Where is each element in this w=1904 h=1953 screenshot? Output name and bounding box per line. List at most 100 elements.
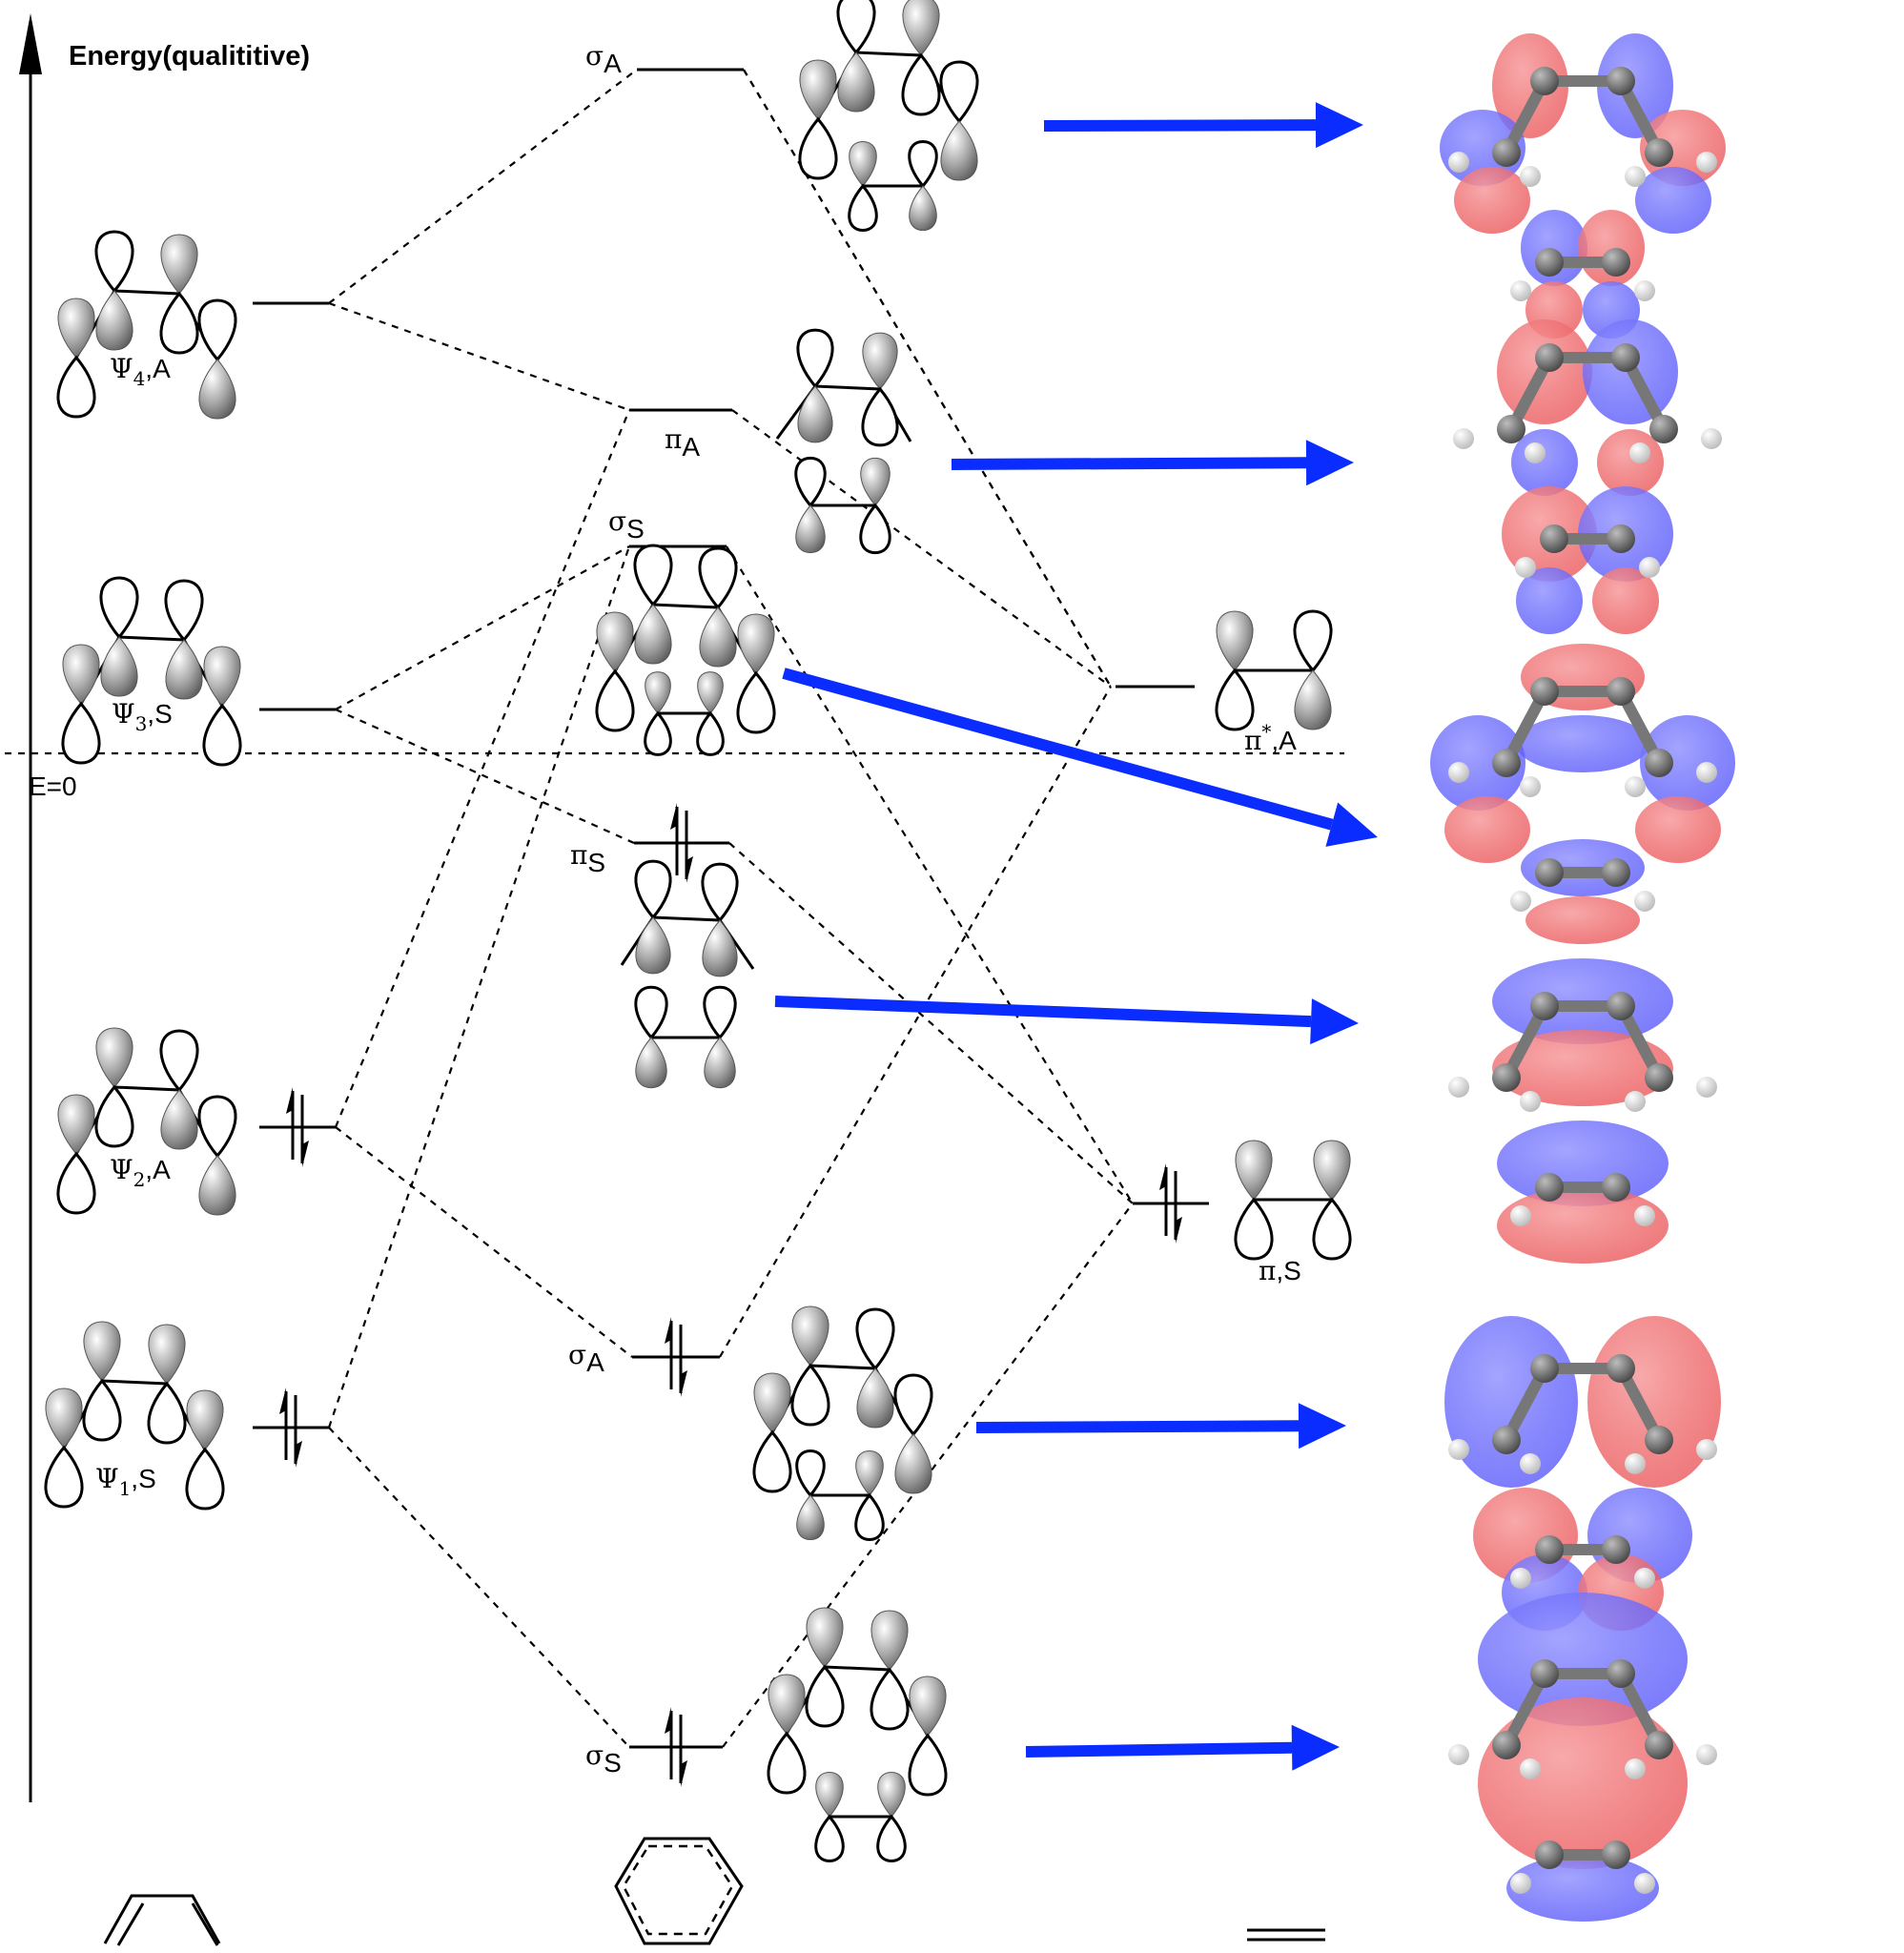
p-lobe-shaded bbox=[702, 919, 738, 977]
p-lobe-open bbox=[861, 386, 899, 447]
orbital-label-psi4: Ψ4,A bbox=[110, 353, 171, 390]
spin-up-head-icon bbox=[665, 1707, 671, 1734]
hydrogen-atom bbox=[1634, 1205, 1655, 1226]
carbon-atom bbox=[1497, 415, 1525, 443]
hydrogen-atom bbox=[1448, 152, 1469, 173]
p-lobe-shaded bbox=[95, 290, 133, 351]
spin-down-head-icon bbox=[681, 1760, 687, 1787]
ts-orbital-sigma-a-top-ene bbox=[848, 139, 938, 233]
ts-orbital-sigma-s-bottom-diene bbox=[767, 1607, 948, 1797]
p-lobe-open bbox=[836, 0, 876, 55]
p-lobe-shaded bbox=[862, 332, 898, 390]
transition-state-labels: σA πA σS πS σA σS bbox=[568, 40, 700, 1778]
p-lobe-shaded bbox=[1216, 610, 1254, 671]
p-lobe-open bbox=[202, 703, 242, 767]
p-lobe-shaded bbox=[909, 185, 937, 232]
arrow-head-icon bbox=[1298, 1403, 1346, 1449]
correlation-line bbox=[728, 842, 1134, 1204]
spin-down-head-icon bbox=[302, 1141, 309, 1167]
ts-orbital-pi-s bbox=[620, 859, 755, 977]
p-lobe-open bbox=[44, 1445, 84, 1509]
arrow-shaft bbox=[782, 668, 1334, 831]
hydrogen-atom bbox=[1696, 1077, 1717, 1098]
electron-pair-icon bbox=[665, 1317, 687, 1397]
mo-render-pi-a bbox=[1453, 319, 1722, 634]
lobe-negative bbox=[1516, 715, 1649, 772]
p-lobe-shaded bbox=[704, 1037, 736, 1089]
lobe-positive bbox=[1492, 33, 1568, 138]
orbital-label-psi3: Ψ3,S bbox=[112, 698, 173, 735]
ts-orbital-sigma-s-top-ene bbox=[644, 671, 725, 756]
arrow-shaft bbox=[774, 996, 1312, 1028]
carbon-atom bbox=[1645, 1731, 1673, 1759]
ts-orbital-pi-s-ene bbox=[634, 985, 737, 1089]
p-lobe-open bbox=[1234, 1197, 1274, 1261]
hydrogen-atom bbox=[1448, 1439, 1469, 1460]
p-lobe-shaded bbox=[45, 1388, 83, 1449]
p-lobe-open bbox=[698, 546, 738, 610]
p-lobe-shaded bbox=[837, 51, 875, 113]
carbon-atom bbox=[1649, 415, 1678, 443]
hydrogen-atom bbox=[1696, 762, 1717, 783]
carbon-atom bbox=[1492, 1731, 1521, 1759]
p-lobe-shaded bbox=[902, 0, 940, 56]
butadiene-labels: Ψ4,A Ψ3,S Ψ2,A Ψ1,S bbox=[95, 353, 173, 1500]
p-lobe-open bbox=[1312, 1197, 1352, 1261]
orbital-label-sigma-s-bottom: σS bbox=[585, 1739, 622, 1778]
p-lobe-open bbox=[908, 1733, 948, 1797]
p-lobe-shaded bbox=[57, 1094, 95, 1155]
hydrogen-atom bbox=[1510, 1568, 1531, 1589]
carbon-atom bbox=[1535, 248, 1564, 277]
carbon-atom bbox=[1492, 749, 1521, 777]
p-lobe-open bbox=[859, 503, 891, 555]
hydrogen-atom bbox=[1510, 1205, 1531, 1226]
hydrogen-atom bbox=[1520, 776, 1541, 797]
arrow-shaft bbox=[951, 457, 1307, 470]
electron-pair-icon bbox=[279, 1388, 302, 1468]
p-lobe-shaded bbox=[877, 1771, 906, 1818]
hydrogen-atom bbox=[1448, 1077, 1469, 1098]
butadiene-orbital-psi2 bbox=[56, 1027, 237, 1216]
p-lobe-shaded bbox=[768, 1674, 806, 1735]
p-lobe-shaded bbox=[1313, 1140, 1351, 1201]
orbital-label-psi1: Ψ1,S bbox=[95, 1463, 156, 1500]
carbon-atom bbox=[1602, 1840, 1630, 1869]
arrow-head-icon bbox=[1291, 1724, 1340, 1771]
ts-orbital-pi-a-ene bbox=[794, 456, 891, 555]
p-lobe-open bbox=[703, 985, 737, 1040]
p-lobe-open bbox=[752, 1429, 792, 1493]
spin-up-head-icon bbox=[665, 1317, 671, 1344]
p-lobe-open bbox=[696, 710, 725, 756]
double-bond-line bbox=[116, 1902, 145, 1946]
p-lobe-shaded bbox=[894, 1433, 932, 1494]
carbon-atom bbox=[1645, 1426, 1673, 1454]
hydrogen-atom bbox=[1634, 1568, 1655, 1589]
p-lobe-open bbox=[736, 670, 776, 734]
computed-orbital-renders bbox=[1430, 33, 1735, 1922]
hydrogen-atom bbox=[1510, 891, 1531, 912]
carbon-atom bbox=[1607, 67, 1635, 95]
hydrogen-atom bbox=[1520, 1091, 1541, 1112]
hydrogen-atom bbox=[1525, 442, 1546, 463]
level-psi1 bbox=[253, 1388, 329, 1468]
carbon-atom bbox=[1530, 1659, 1559, 1688]
p-lobe-shaded bbox=[148, 1324, 186, 1385]
p-lobe-shaded bbox=[737, 613, 775, 674]
orbital-label-pi-a: πA bbox=[665, 423, 700, 462]
carbon-atom bbox=[1602, 858, 1630, 887]
level-pi bbox=[1133, 1163, 1209, 1244]
correlation-line bbox=[719, 686, 1112, 1358]
double-bond-line bbox=[191, 1902, 219, 1946]
lobe-positive bbox=[1587, 1316, 1721, 1488]
butadiene-structure bbox=[103, 1894, 221, 1946]
lobe-negative bbox=[1444, 1316, 1578, 1488]
p-lobe-shaded bbox=[645, 671, 671, 714]
ts-orbital-sigma-s-top-diene bbox=[595, 544, 776, 734]
ts-orbital-sigma-a-top-diene bbox=[798, 0, 979, 181]
sigma-bond bbox=[620, 915, 755, 970]
arrow-sigma-a-bottom bbox=[975, 1403, 1346, 1449]
p-lobe-shaded bbox=[806, 1607, 844, 1668]
spin-up-head-icon bbox=[670, 803, 677, 830]
p-lobe-shaded bbox=[940, 120, 978, 181]
